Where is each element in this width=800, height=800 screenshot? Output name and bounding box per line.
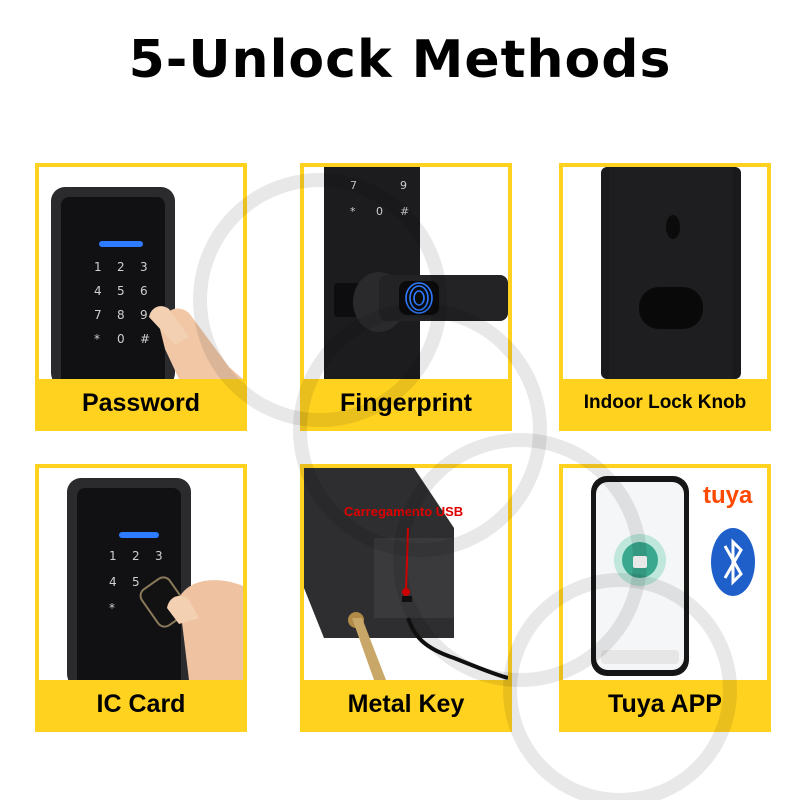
svg-text:*: * [94, 332, 100, 346]
svg-text:*: * [350, 205, 356, 218]
ic-card-photo: 1 2 3 4 5 * [39, 468, 243, 680]
lock-knob-photo [563, 167, 767, 379]
page-title: 5-Unlock Methods [128, 30, 672, 90]
metal-key-photo: Carregamento USB [304, 468, 508, 680]
svg-text:9: 9 [140, 308, 148, 322]
tuya-logo: tuya [703, 482, 753, 509]
svg-text:5: 5 [117, 284, 125, 298]
keypad-finger-icon: 1 2 3 4 5 6 7 8 9 * 0 # [51, 187, 243, 379]
svg-text:3: 3 [155, 549, 163, 563]
svg-text:7: 7 [94, 308, 102, 322]
password-photo: 1 2 3 4 5 6 7 8 9 * 0 # [39, 167, 243, 379]
phone-app-icon [591, 476, 755, 676]
method-card-password: 1 2 3 4 5 6 7 8 9 * 0 # Password [35, 163, 247, 431]
method-card-indoor-lock-knob: Indoor Lock Knob [559, 163, 771, 431]
method-label: Metal Key [304, 680, 508, 728]
svg-text:4: 4 [109, 575, 117, 589]
method-card-fingerprint: 7 9 * 0 # Fingerprint [300, 163, 512, 431]
fingerprint-photo: 7 9 * 0 # [304, 167, 508, 379]
svg-text:7: 7 [350, 179, 357, 192]
tuya-app-photo: tuya [563, 468, 767, 680]
svg-text:0: 0 [376, 205, 383, 218]
svg-text:9: 9 [400, 179, 407, 192]
svg-text:6: 6 [140, 284, 148, 298]
method-label: Indoor Lock Knob [563, 379, 767, 427]
method-label: Password [39, 379, 243, 427]
svg-text:1: 1 [94, 260, 102, 274]
svg-text:8: 8 [117, 308, 125, 322]
method-label: IC Card [39, 680, 243, 728]
method-label: Fingerprint [304, 379, 508, 427]
svg-text:2: 2 [132, 549, 140, 563]
svg-text:1: 1 [109, 549, 117, 563]
svg-text:#: # [400, 205, 409, 218]
svg-text:0: 0 [117, 332, 125, 346]
usb-caption: Carregamento USB [344, 504, 464, 519]
ic-card-icon: 1 2 3 4 5 * [67, 478, 243, 680]
svg-text:*: * [109, 601, 115, 615]
svg-text:4: 4 [94, 284, 102, 298]
svg-text:3: 3 [140, 260, 148, 274]
svg-text:5: 5 [132, 575, 140, 589]
method-card-ic-card: 1 2 3 4 5 * IC Card [35, 464, 247, 732]
method-card-tuya-app: tuya Tuya APP [559, 464, 771, 732]
metal-key-icon [304, 468, 508, 680]
fingerprint-icon: 7 9 * 0 # [324, 167, 508, 379]
svg-text:2: 2 [117, 260, 125, 274]
lock-knob-icon [601, 167, 741, 379]
method-label: Tuya APP [563, 680, 767, 728]
svg-text:#: # [140, 332, 150, 346]
method-card-metal-key: Carregamento USB Metal Key [300, 464, 512, 732]
